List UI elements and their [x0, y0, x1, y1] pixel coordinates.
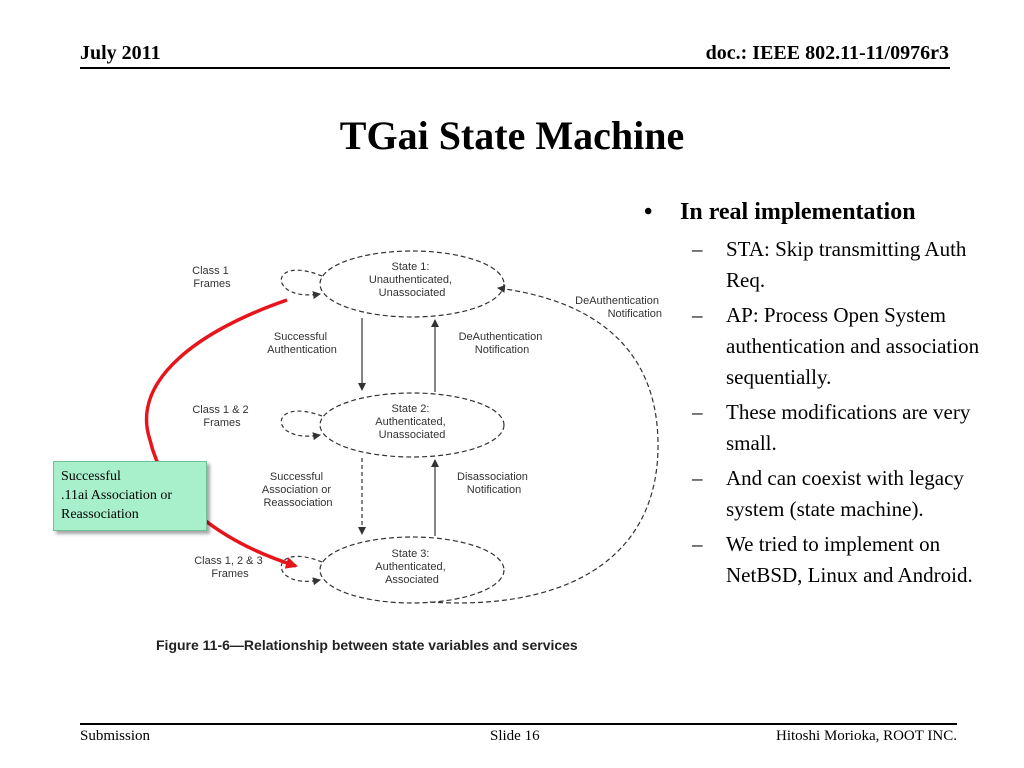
dash-icon: –	[692, 237, 703, 261]
header-date: July 2011	[80, 42, 161, 64]
sub-bullet-text: AP: Process Open System authentication a…	[726, 303, 980, 389]
footer-slide-number: Slide 16	[490, 728, 540, 744]
header-rule	[80, 67, 950, 69]
footer-rule	[80, 723, 957, 725]
label-successful-assoc: Successful Association or Reassociation	[262, 471, 334, 509]
footer-submission: Submission	[80, 728, 151, 744]
callout-line-1: Successful	[61, 469, 121, 484]
state-machine-diagram: State 1: Unauthenticated, Unassociated S…	[156, 250, 662, 653]
footer-author: Hitoshi Morioka, ROOT INC.	[776, 728, 957, 744]
callout-box: Successful .11ai Association or Reassoci…	[53, 461, 207, 531]
self-loop-state-3	[280, 555, 323, 586]
state-3-label: State 3: Authenticated, Associated	[375, 548, 448, 586]
state-1-label: State 1: Unauthenticated, Unassociated	[369, 261, 455, 299]
dash-icon: –	[692, 303, 703, 327]
self-loop-state-1	[280, 269, 323, 300]
sub-bullet-text: We tried to implement on NetBSD, Linux a…	[726, 532, 973, 587]
sub-bullet-text: STA: Skip transmitting Auth Req.	[726, 237, 967, 292]
slide-title: TGai State Machine	[339, 113, 685, 158]
red-transition-arrow	[144, 298, 298, 569]
state-3-ellipse	[319, 536, 505, 604]
class-2-label: Class 1 & 2 Frames	[192, 404, 251, 429]
figure-caption: Figure 11-6—Relationship between state v…	[156, 637, 578, 653]
state-1-ellipse	[319, 250, 505, 318]
sub-bullet-text: These modifications are very small.	[726, 400, 971, 455]
dash-icon: –	[692, 466, 703, 490]
dash-icon: –	[692, 532, 703, 556]
bullet-main-text: In real implementation	[680, 199, 916, 225]
header-doc-id: doc.: IEEE 802.11-11/0976r3	[705, 42, 949, 64]
self-loop-state-2	[280, 410, 323, 441]
label-successful-auth: Successful Authentication	[267, 331, 337, 356]
label-deauth-notification: DeAuthentication Notification	[459, 331, 546, 356]
sub-bullet-item: –STA: Skip transmitting Auth Req.	[640, 234, 980, 296]
sub-bullet-item: –We tried to implement on NetBSD, Linux …	[640, 529, 980, 591]
bullet-main: • In real implementation	[640, 196, 980, 228]
state-2-ellipse	[319, 392, 505, 458]
bullet-dot-icon: •	[644, 199, 653, 225]
state-2-label: State 2: Authenticated, Unassociated	[375, 403, 448, 441]
dash-icon: –	[692, 400, 703, 424]
label-deauth-outer: DeAuthentication Notification	[575, 295, 662, 320]
class-3-label: Class 1, 2 & 3 Frames	[194, 555, 266, 580]
label-disassoc-notification: Disassociation Notification	[457, 471, 531, 496]
sub-bullet-list: –STA: Skip transmitting Auth Req. –AP: P…	[640, 234, 980, 591]
sub-bullet-item: –These modifications are very small.	[640, 397, 980, 459]
sub-bullet-item: –And can coexist with legacy system (sta…	[640, 463, 980, 525]
callout-line-3: Reassociation	[61, 507, 139, 522]
class-1-label: Class 1 Frames	[192, 265, 232, 290]
bullet-list: • In real implementation –STA: Skip tran…	[640, 196, 980, 595]
callout-line-2: .11ai Association or	[61, 488, 173, 503]
sub-bullet-item: –AP: Process Open System authentication …	[640, 300, 980, 393]
sub-bullet-text: And can coexist with legacy system (stat…	[726, 466, 964, 521]
